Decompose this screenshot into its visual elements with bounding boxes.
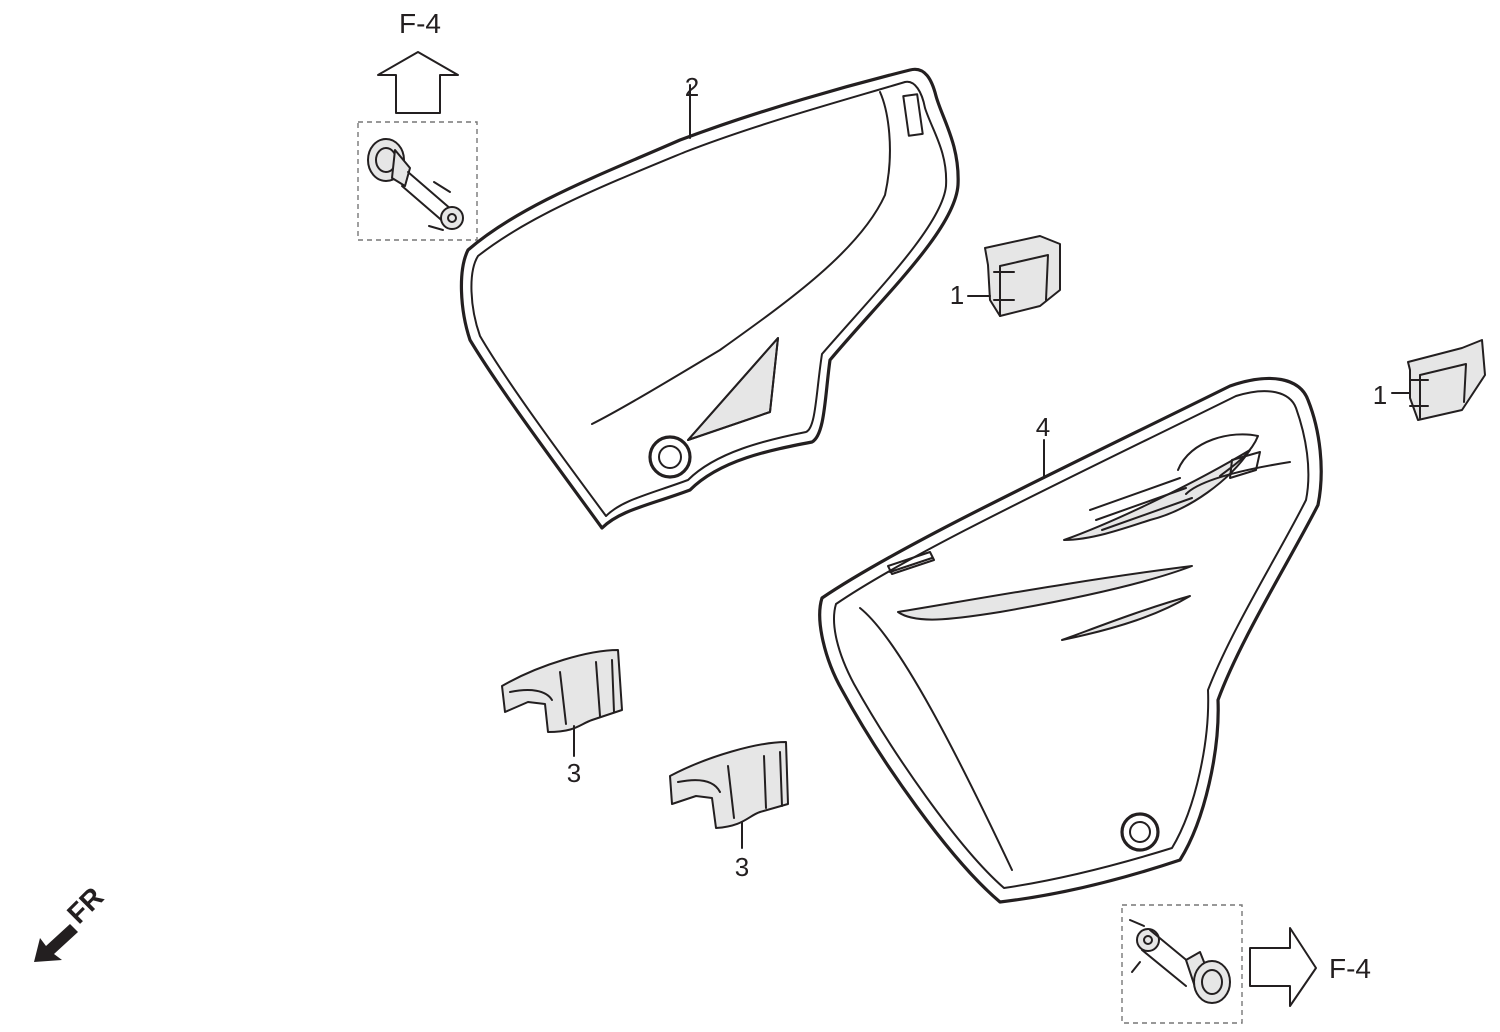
reference-label-bottom: F-4 xyxy=(1329,953,1371,984)
right-arrow-icon xyxy=(1249,927,1317,1007)
grommet-bolt-top xyxy=(367,138,464,231)
reference-callout-bottom: F-4 xyxy=(1121,904,1371,1024)
dashed-detail-box-bottom xyxy=(1121,904,1243,1024)
clip-part-3-lower xyxy=(669,741,789,849)
grommet-bolt-bottom xyxy=(1129,919,1231,1004)
part-3-lower-label: 3 xyxy=(735,852,749,882)
up-arrow-icon xyxy=(377,51,459,114)
front-arrow-icon xyxy=(34,924,78,962)
part-1-right-label: 1 xyxy=(1373,380,1387,410)
clip-part-3-left xyxy=(501,649,623,757)
front-direction-marker: FR xyxy=(34,881,109,962)
side-cover-left-part-2 xyxy=(459,67,960,530)
side-cover-right-part-4 xyxy=(818,376,1323,904)
part-3-left-label: 3 xyxy=(567,758,581,788)
clip-part-1-upper xyxy=(967,235,1061,317)
part-2-label: 2 xyxy=(685,72,699,102)
dashed-detail-box-top xyxy=(357,121,478,241)
part-4-label: 4 xyxy=(1036,412,1050,442)
front-label: FR xyxy=(61,881,109,929)
reference-label-top: F-4 xyxy=(399,8,441,39)
clip-part-1-right xyxy=(1391,339,1486,421)
reference-callout-top: F-4 xyxy=(357,8,478,241)
part-1-upper-label: 1 xyxy=(950,280,964,310)
